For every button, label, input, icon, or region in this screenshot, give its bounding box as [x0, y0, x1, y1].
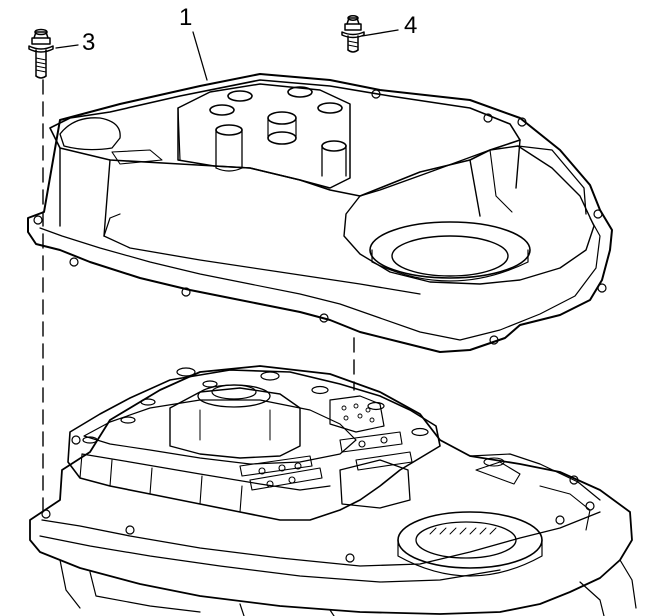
case-bore-outer [397, 511, 543, 569]
callout-1: 1 [179, 4, 193, 31]
leader-line-3 [55, 44, 79, 49]
alignment-lines [42, 79, 355, 516]
valve-body-assembly [29, 365, 637, 616]
valve-body-bosses [82, 367, 429, 444]
bolt-long [28, 28, 54, 79]
case-bore-inner [415, 521, 517, 559]
leader-lines [55, 29, 399, 81]
bolt-short [341, 15, 365, 53]
cover-bore-outer [369, 221, 531, 279]
callout-3: 3 [82, 29, 96, 56]
cover-boss-3 [209, 104, 235, 116]
cover-bore-inner [391, 235, 509, 277]
leader-line-1 [192, 31, 208, 81]
case-outline [29, 365, 633, 615]
spool-valves [239, 431, 413, 491]
cover-flange [27, 73, 613, 353]
cover-boss-4 [317, 102, 343, 114]
leader-line-4 [361, 29, 399, 37]
cover-bolt-holes [33, 89, 607, 345]
case-bolt-holes [41, 435, 595, 563]
cover [27, 73, 613, 353]
cover-boss-1 [227, 90, 253, 102]
valve-body [67, 369, 441, 521]
callout-4: 4 [404, 12, 418, 39]
cover-boss-2 [287, 86, 313, 98]
